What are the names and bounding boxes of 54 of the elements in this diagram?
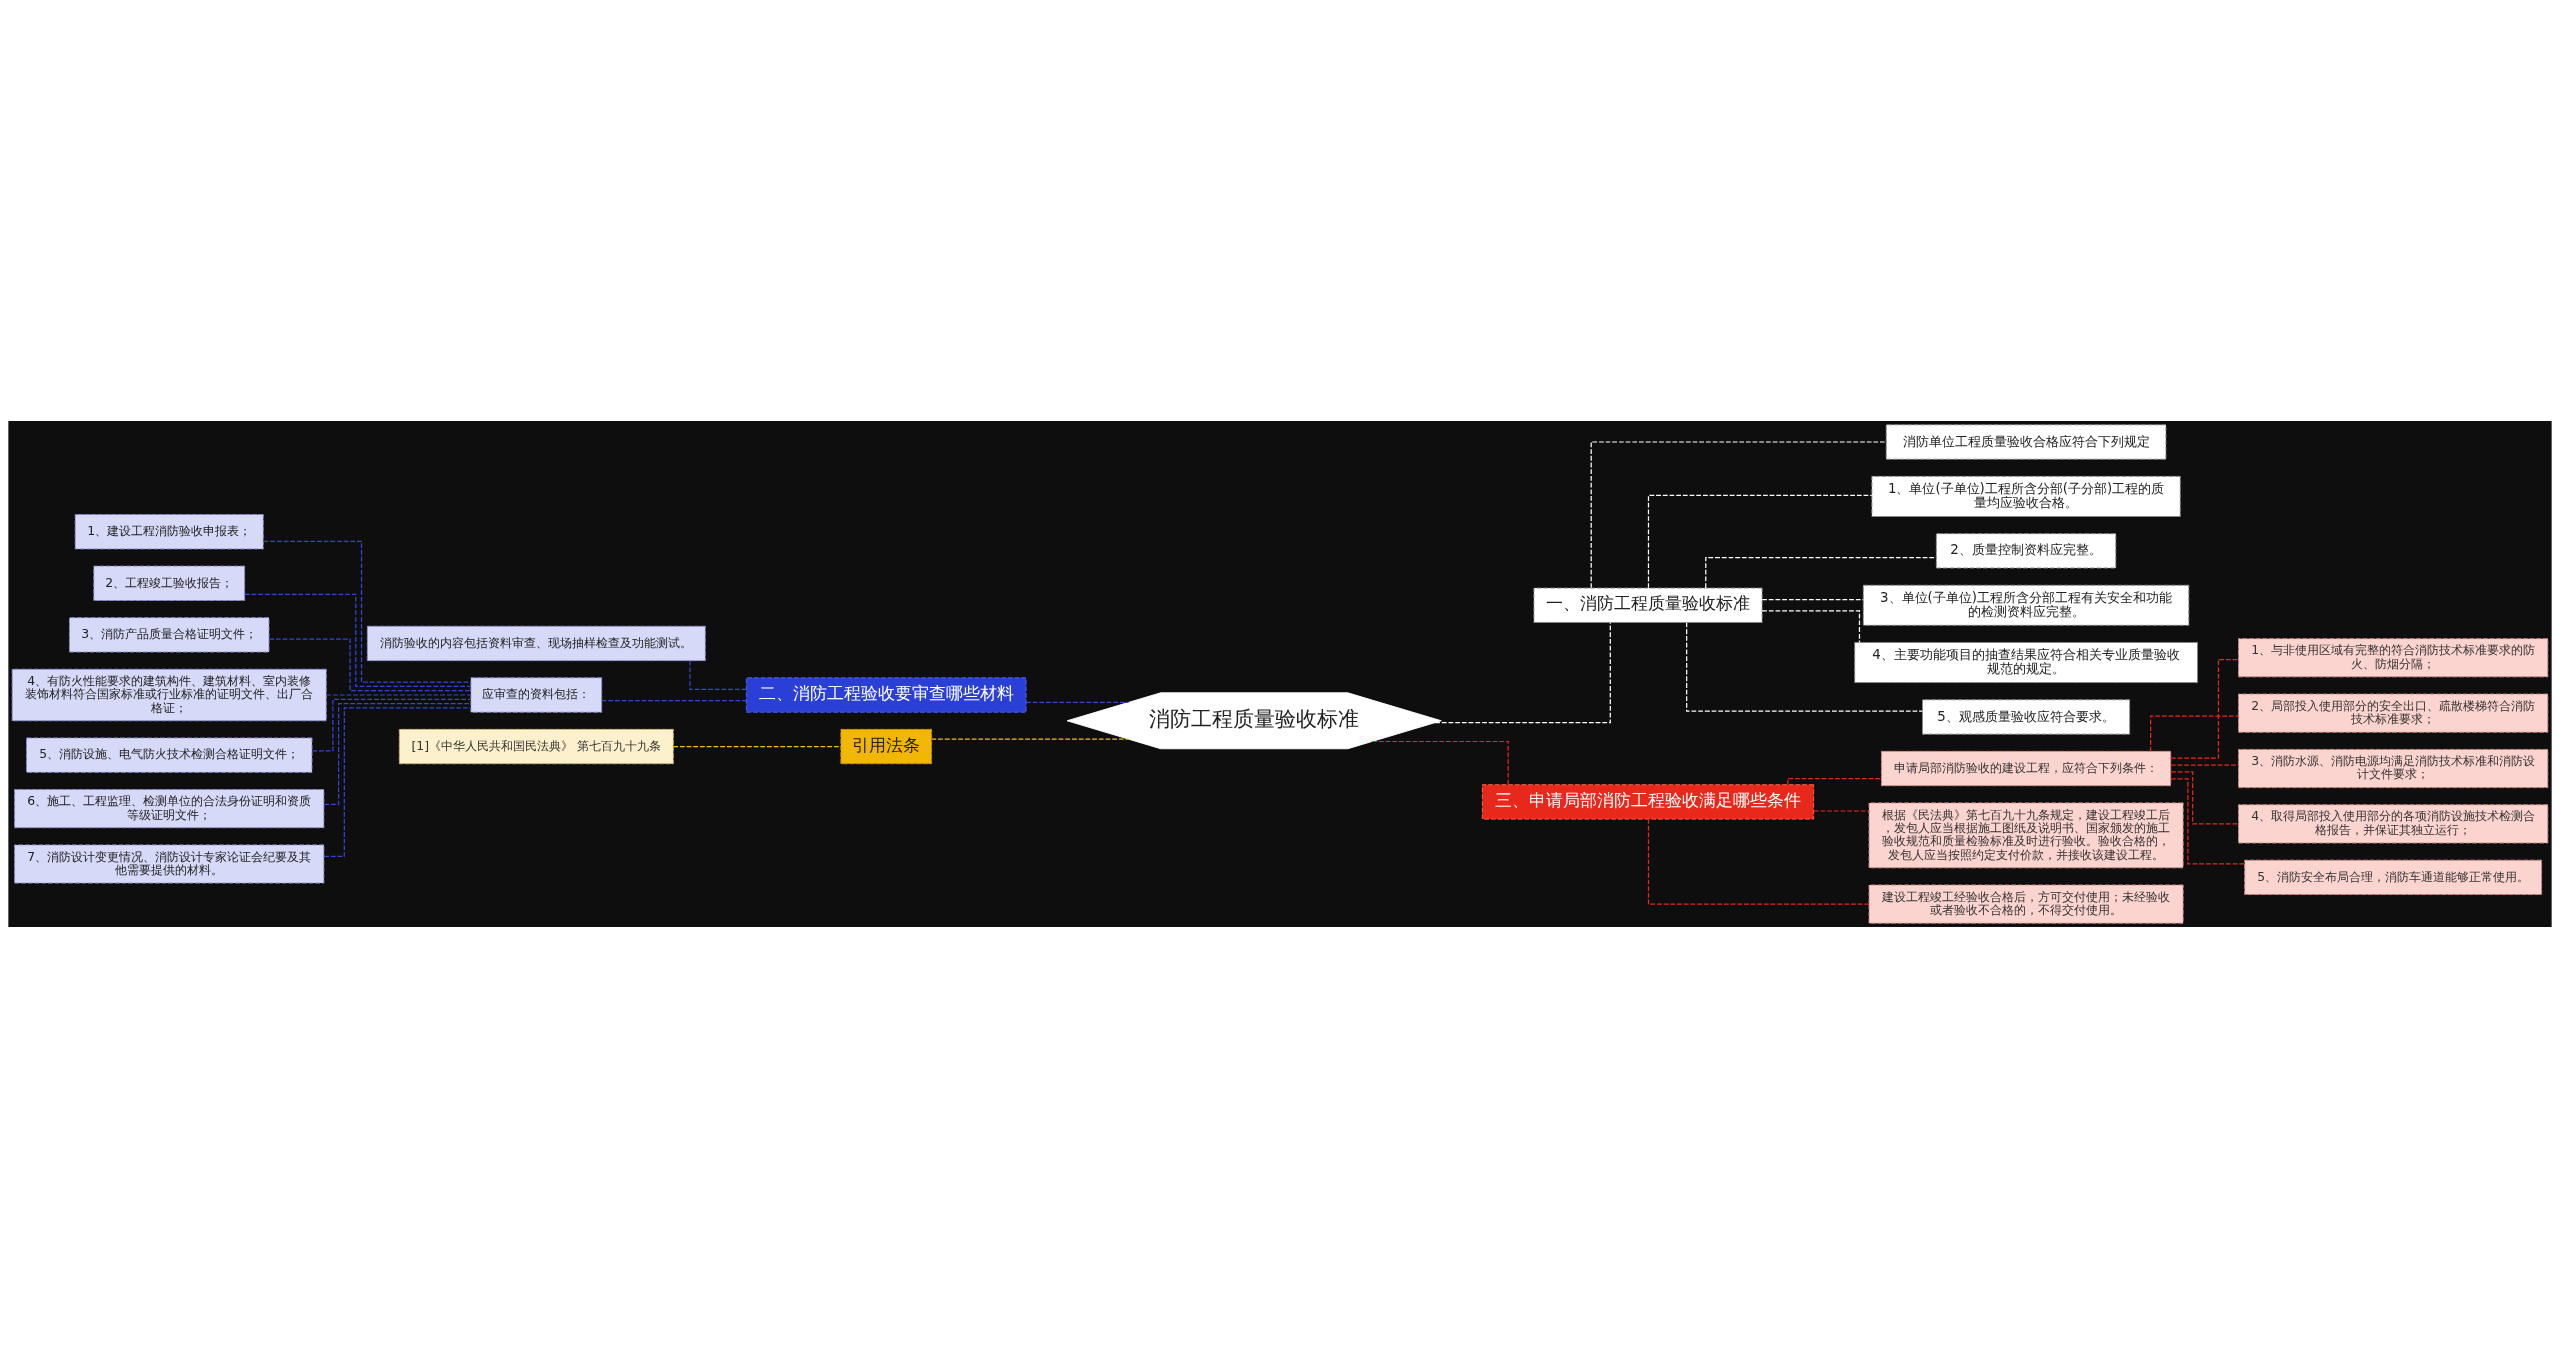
node-box: 消防验收的内容包括资料审查、现场抽样检查及功能测试。 [366, 625, 706, 661]
connector [601, 699, 747, 701]
node-box: 5、观感质量验收应符合要求。 [1922, 698, 2131, 735]
node-box: 申请局部消防验收的建设工程，应符合下列条件： [1880, 750, 2172, 786]
node-box: 2、工程竣工验收报告； [93, 565, 246, 601]
connector [323, 702, 472, 805]
connector [1761, 609, 1861, 643]
connector [1434, 621, 1611, 723]
connector [268, 638, 472, 691]
connector [672, 745, 842, 747]
connector [2150, 714, 2239, 752]
connector [1025, 701, 1130, 703]
connector [262, 540, 472, 683]
node-box: 1、与非使用区域有完整的符合消防技术标准要求的防火、防烟分隔； [2238, 637, 2549, 677]
connector [1705, 556, 1937, 589]
node-box: 建设工程竣工经验收合格后，方可交付使用；未经验收或者验收不合格的，不得交付使用。 [1868, 884, 2184, 924]
node-box: 3、单位(子单位)工程所含分部工程有关安全和功能的检测资料应完整。 [1862, 584, 2190, 626]
node-box: [1]《中华人民共和国民法典》 第七百九十九条 [398, 728, 674, 764]
node-box: 2、质量控制资料应完整。 [1935, 532, 2117, 568]
connector [689, 659, 747, 690]
connector [2170, 777, 2246, 865]
node-box: 引用法条 [840, 728, 933, 764]
node-box: 根据《民法典》第七百九十九条规定，建设工程竣工后，发包人应当根据施工图纸及说明书、国家颁发的施工验收规范和质量检验标准及时进行验收。验收合格的，发包人应当按照约定支付价款，并接收该建设工程。 [1868, 801, 2184, 868]
node-box: 4、取得局部投入使用部分的各项消防设施技术检测合格报告，并保证其独立运行； [2238, 803, 2549, 843]
connector [1647, 818, 1870, 905]
connector [1761, 598, 1864, 600]
node-box: 4、有防火性能要求的建筑构件、建筑材料、室内装修装饰材料符合国家标准或行业标准的证明文件、出厂合格证； [11, 668, 327, 721]
node-box: 4、主要功能项目的抽查结果应符合相关专业质量验收规范的规定。 [1854, 641, 2198, 683]
connector [1590, 440, 1887, 588]
connector [244, 593, 472, 687]
node-box: 2、局部投入使用部分的安全出口、疏散楼梯符合消防技术标准要求； [2238, 693, 2549, 733]
connector [323, 706, 472, 857]
node-box: 一、消防工程质量验收标准 [1533, 587, 1763, 623]
connector [2170, 763, 2239, 766]
connector [1371, 740, 1509, 785]
node-box: 5、消防设施、电气防火技术检测合格证明文件； [26, 737, 313, 773]
connector [1686, 621, 1923, 712]
node-box: 3、消防产品质量合格证明文件； [69, 616, 270, 652]
node-box: 7、消防设计变更情况、消防设计专家论证会纪要及其他需要提供的材料。 [14, 843, 325, 884]
node-box: 消防单位工程质量验收合格应符合下列规定 [1885, 423, 2167, 460]
node-box: 二、消防工程验收要审查哪些材料 [745, 676, 1027, 713]
connector [1647, 494, 1873, 588]
node-box: 1、单位(子单位)工程所含分部(子分部)工程的质量均应验收合格。 [1871, 475, 2181, 517]
node-box: 5、消防安全布局合理，消防车通道能够正常使用。 [2244, 859, 2543, 895]
node-box: 应审查的资料包括： [470, 676, 603, 713]
node-box: 6、施工、工程监理、检测单位的合法身份证明和资质等级证明文件； [14, 788, 325, 828]
node-box: 三、申请局部消防工程验收满足哪些条件 [1481, 783, 1815, 820]
connector [1787, 777, 1882, 785]
connector [1813, 809, 1870, 812]
connector [325, 693, 472, 696]
connector [931, 738, 1129, 740]
connector [311, 698, 472, 751]
node-box: 1、建设工程消防验收申报表； [74, 513, 264, 549]
node-box: 3、消防水源、消防电源均满足消防技术标准和消防设计文件要求； [2238, 748, 2549, 788]
